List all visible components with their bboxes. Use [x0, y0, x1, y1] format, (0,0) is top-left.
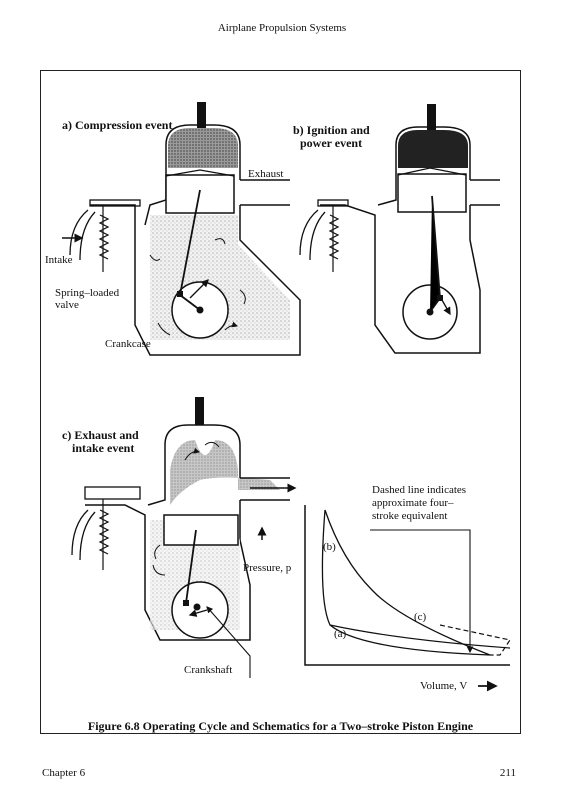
figure-caption: Figure 6.8 Operating Cycle and Schematic… [87, 719, 474, 733]
graph-note-2: approximate four– [372, 497, 454, 509]
engine-b [299, 104, 500, 354]
valve-label-2: valve [55, 299, 79, 311]
four-stroke-dashed [439, 624, 511, 656]
graph-note-3: stroke equivalent [372, 510, 448, 522]
footer-page-number: 211 [499, 767, 516, 779]
label-a: (a) [334, 628, 347, 640]
panel-a-title: a) Compression event [62, 118, 173, 132]
crankshaft-label: Crankshaft [184, 664, 233, 676]
valve-label-1: Spring–loaded [55, 287, 120, 299]
running-header: Airplane Propulsion Systems [217, 22, 347, 34]
panel-c-title-1: c) Exhaust and [62, 428, 139, 442]
footer-chapter: Chapter 6 [42, 767, 86, 779]
panel-b-title-2: power event [300, 136, 363, 150]
graph-note-1: Dashed line indicates [372, 484, 467, 496]
crankcase-label: Crankcase [105, 338, 151, 350]
label-b: (b) [323, 541, 336, 553]
label-c: (c) [414, 611, 427, 623]
intake-label: Intake [45, 254, 73, 266]
panel-c-title-2: intake event [72, 441, 135, 455]
figure-frame [40, 70, 521, 734]
exhaust-label: Exhaust [248, 168, 284, 180]
pv-curve-lower [329, 624, 511, 649]
panel-b-title-1: b) Ignition and [293, 123, 370, 137]
pressure-axis-label: Pressure, p [243, 562, 292, 574]
engine-a [62, 102, 301, 356]
pv-diagram [304, 505, 511, 692]
pv-curve [321, 509, 491, 656]
engine-c [71, 397, 297, 678]
volume-axis-label: Volume, V [420, 680, 468, 692]
